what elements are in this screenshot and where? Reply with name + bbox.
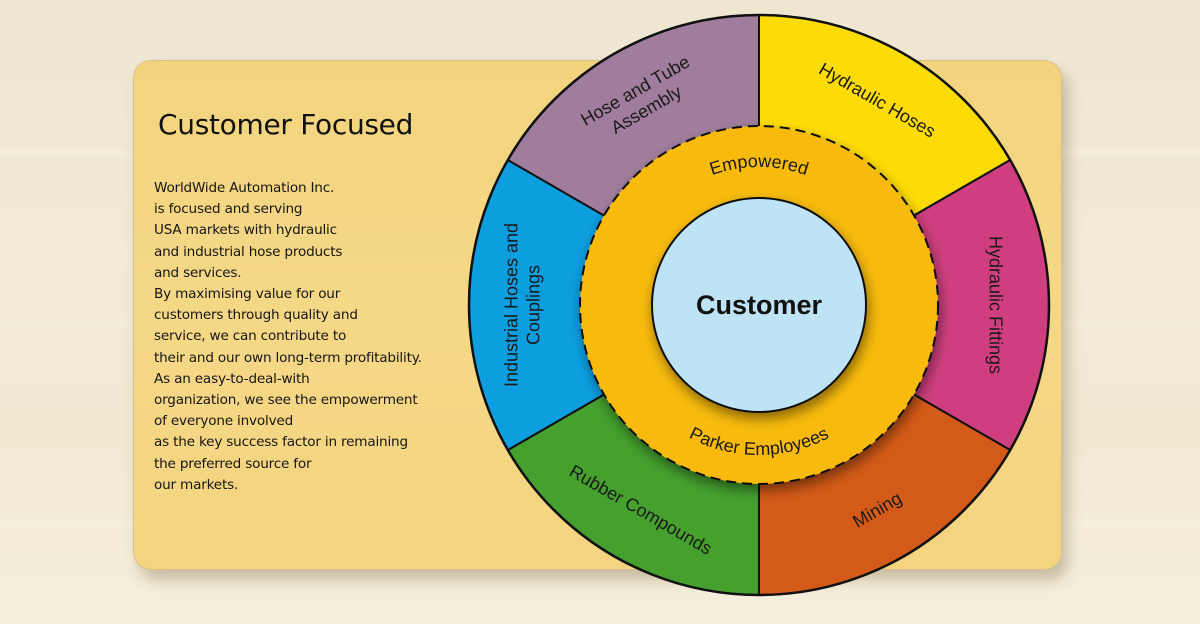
outer-segments xyxy=(467,13,1051,597)
paragraph-line: as the key success factor in remaining xyxy=(154,434,408,451)
paragraph-line: USA markets with hydraulic xyxy=(154,222,337,239)
paragraph-line: customers through quality and xyxy=(154,307,358,324)
paragraph-line: organization, we see the empowerment xyxy=(154,392,418,409)
paragraph-line: and industrial hose products xyxy=(154,243,343,260)
center-circle xyxy=(651,197,867,413)
paragraph-line: service, we can contribute to xyxy=(154,328,347,345)
paragraph-line: WorldWide Automation Inc. xyxy=(154,180,335,196)
paragraph-line: their and our own long-term profitabilit… xyxy=(154,349,422,366)
paragraph-line: the preferred source for xyxy=(154,455,312,472)
paragraph-line: and services. xyxy=(154,264,242,281)
center-label: Customer xyxy=(696,290,823,320)
wheel-segment-label: Hydraulic Fittings xyxy=(986,236,1006,374)
paragraph-line: As an easy-to-deal-with xyxy=(154,370,310,387)
card-title: Customer Focused xyxy=(158,108,414,141)
paragraph-line: By maximising value for our xyxy=(154,286,341,303)
paragraph-line: of everyone involved xyxy=(154,413,294,430)
paragraph-line: is focused and serving xyxy=(154,201,303,218)
wheel-outer-rim xyxy=(467,13,1051,597)
card-paragraph: WorldWide Automation Inc. is focused and… xyxy=(154,178,484,496)
paragraph-line: our markets. xyxy=(154,476,239,493)
